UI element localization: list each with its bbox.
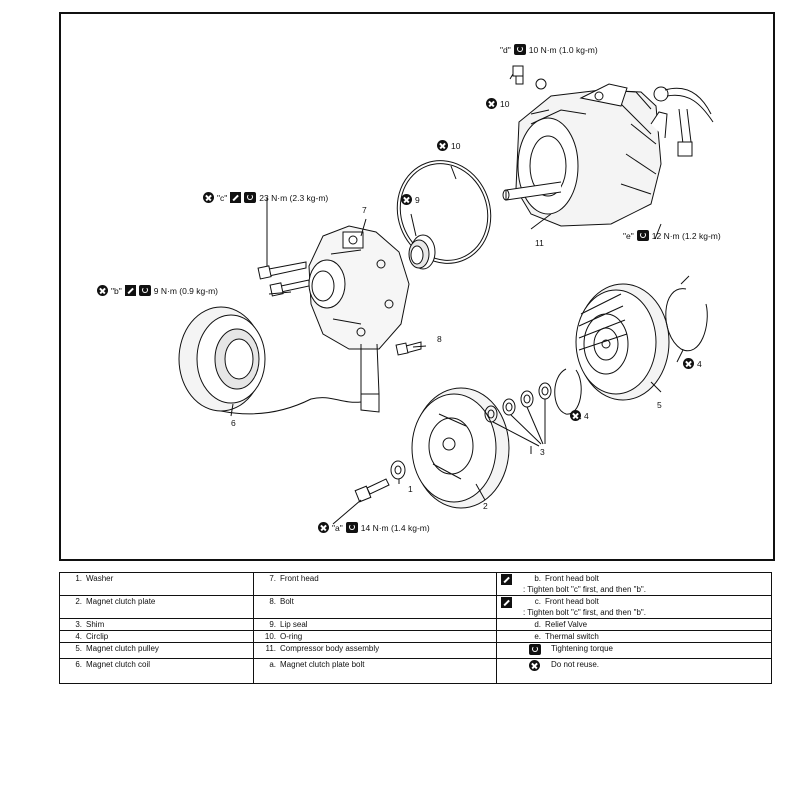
torque-icon [529, 644, 541, 655]
grease-icon [230, 192, 242, 203]
part-number-3: 3 [540, 447, 545, 457]
part-number-5: 5 [657, 400, 662, 410]
callout-b-torque: 9 N·m (0.9 kg-m) [153, 285, 218, 296]
legend-cell: 2.Magnet clutch plate [59, 595, 254, 619]
do-not-reuse-icon [437, 140, 448, 151]
compressor-body-drawing [502, 83, 714, 227]
legend-row: 1.Washer 7.Front head b.Front head bolt:… [59, 572, 772, 596]
legend-cell: 1.Washer [59, 572, 254, 596]
legend-cell: 8.Bolt [253, 595, 497, 619]
legend-row: 3.Shim 9.Lip seal d.Relief Valve [59, 618, 772, 631]
torque-icon [513, 44, 526, 55]
callout-d-torque: 10 N·m (1.0 kg-m) [528, 44, 598, 55]
callout-d: "d" 10 N·m (1.0 kg-m) [500, 44, 598, 55]
legend-row: 4.Circlip 10.O-ring e.Thermal switch [59, 630, 772, 643]
legend-cell: Tightening torque [496, 642, 772, 659]
washer-and-bolt-drawing [354, 460, 406, 503]
callout-4-small: 4 [570, 410, 589, 421]
legend-row: 6.Magnet clutch coil a.Magnet clutch pla… [59, 658, 772, 684]
magnet-clutch-plate-drawing [411, 387, 510, 509]
part-number-4: 4 [584, 410, 589, 421]
grease-icon [124, 285, 136, 296]
callout-9: 9 [401, 194, 420, 205]
legend-cell: 11.Compressor body assembly [253, 642, 497, 659]
callout-4-large: 4 [683, 358, 702, 369]
do-not-reuse-icon [683, 358, 694, 369]
part-number-4: 4 [697, 358, 702, 369]
part-number-9: 9 [415, 194, 420, 205]
part-number-10: 10 [500, 98, 510, 109]
bolt-8-drawing [395, 341, 422, 356]
legend-cell: e.Thermal switch [496, 630, 772, 643]
part-number-11: 11 [535, 238, 544, 248]
front-head-drawing [308, 225, 410, 350]
legend-cell: 3.Shim [59, 618, 254, 631]
legend-cell: a.Magnet clutch plate bolt [253, 658, 497, 684]
legend-cell: 7.Front head [253, 572, 497, 596]
o-ring-drawing [396, 160, 492, 264]
callout-10-relief: 10 [486, 98, 509, 109]
legend-cell: b.Front head bolt: Tighten bolt "c" firs… [496, 572, 772, 596]
callout-a-torque: 14 N·m (1.4 kg-m) [360, 522, 430, 533]
do-not-reuse-icon [318, 522, 329, 533]
legend-cell: 10.O-ring [253, 630, 497, 643]
legend-cell: 6.Magnet clutch coil [59, 658, 254, 684]
grease-icon [501, 574, 512, 585]
do-not-reuse-icon [570, 410, 581, 421]
callout-c: "c" 23 N·m (2.3 kg-m) [203, 192, 328, 203]
parts-legend-table: 1.Washer 7.Front head b.Front head bolt:… [59, 572, 772, 684]
torque-icon [244, 192, 257, 203]
do-not-reuse-icon [486, 98, 497, 109]
magnet-clutch-pulley-drawing [575, 283, 670, 401]
callout-10-oring: 10 [437, 140, 460, 151]
diagram-drawing [178, 65, 714, 525]
circlip-large-drawing [665, 288, 708, 352]
exploded-view-diagram: "d" 10 N·m (1.0 kg-m) 10 10 9 "c" 23 N·m… [59, 12, 775, 561]
lip-seal-drawing [408, 234, 436, 270]
callout-a-letter: "a" [332, 522, 343, 533]
callout-d-letter: "d" [500, 44, 511, 55]
torque-icon [138, 285, 151, 296]
callout-b: "b" 9 N·m (0.9 kg-m) [97, 285, 218, 296]
legend-row: 5.Magnet clutch pulley 11.Compressor bod… [59, 642, 772, 659]
torque-icon [636, 230, 649, 241]
callout-e-letter: "e" [623, 230, 634, 241]
grease-icon [501, 597, 512, 608]
callout-c-letter: "c" [217, 192, 228, 203]
do-not-reuse-icon [529, 660, 540, 671]
part-number-10: 10 [451, 140, 461, 151]
relief-valve-drawing [512, 65, 547, 90]
callout-a: "a" 14 N·m (1.4 kg-m) [318, 522, 430, 533]
part-number-7: 7 [362, 205, 367, 215]
do-not-reuse-icon [203, 192, 214, 203]
part-number-2: 2 [483, 501, 488, 511]
shims-drawing [484, 382, 552, 447]
callout-e: "e" 12 N·m (1.2 kg-m) [623, 230, 721, 241]
legend-cell: c.Front head bolt: Tighten bolt "c" firs… [496, 595, 772, 619]
legend-cell: d.Relief Valve [496, 618, 772, 631]
front-head-bolts-drawing [257, 261, 310, 297]
do-not-reuse-icon [97, 285, 108, 296]
part-number-8: 8 [437, 334, 442, 344]
legend-cell: 4.Circlip [59, 630, 254, 643]
legend-cell: 5.Magnet clutch pulley [59, 642, 254, 659]
legend-row: 2.Magnet clutch plate 8.Bolt c.Front hea… [59, 595, 772, 619]
callout-c-torque: 23 N·m (2.3 kg-m) [259, 192, 329, 203]
legend-cell: 9.Lip seal [253, 618, 497, 631]
part-number-6: 6 [231, 418, 236, 428]
legend-cell: Do not reuse. [496, 658, 772, 684]
part-number-1: 1 [408, 484, 413, 494]
callout-e-torque: 12 N·m (1.2 kg-m) [651, 230, 721, 241]
callout-b-letter: "b" [111, 285, 122, 296]
circlip-small-drawing [554, 368, 582, 415]
do-not-reuse-icon [401, 194, 412, 205]
magnet-clutch-coil-drawing [178, 306, 380, 415]
torque-icon [345, 522, 358, 533]
